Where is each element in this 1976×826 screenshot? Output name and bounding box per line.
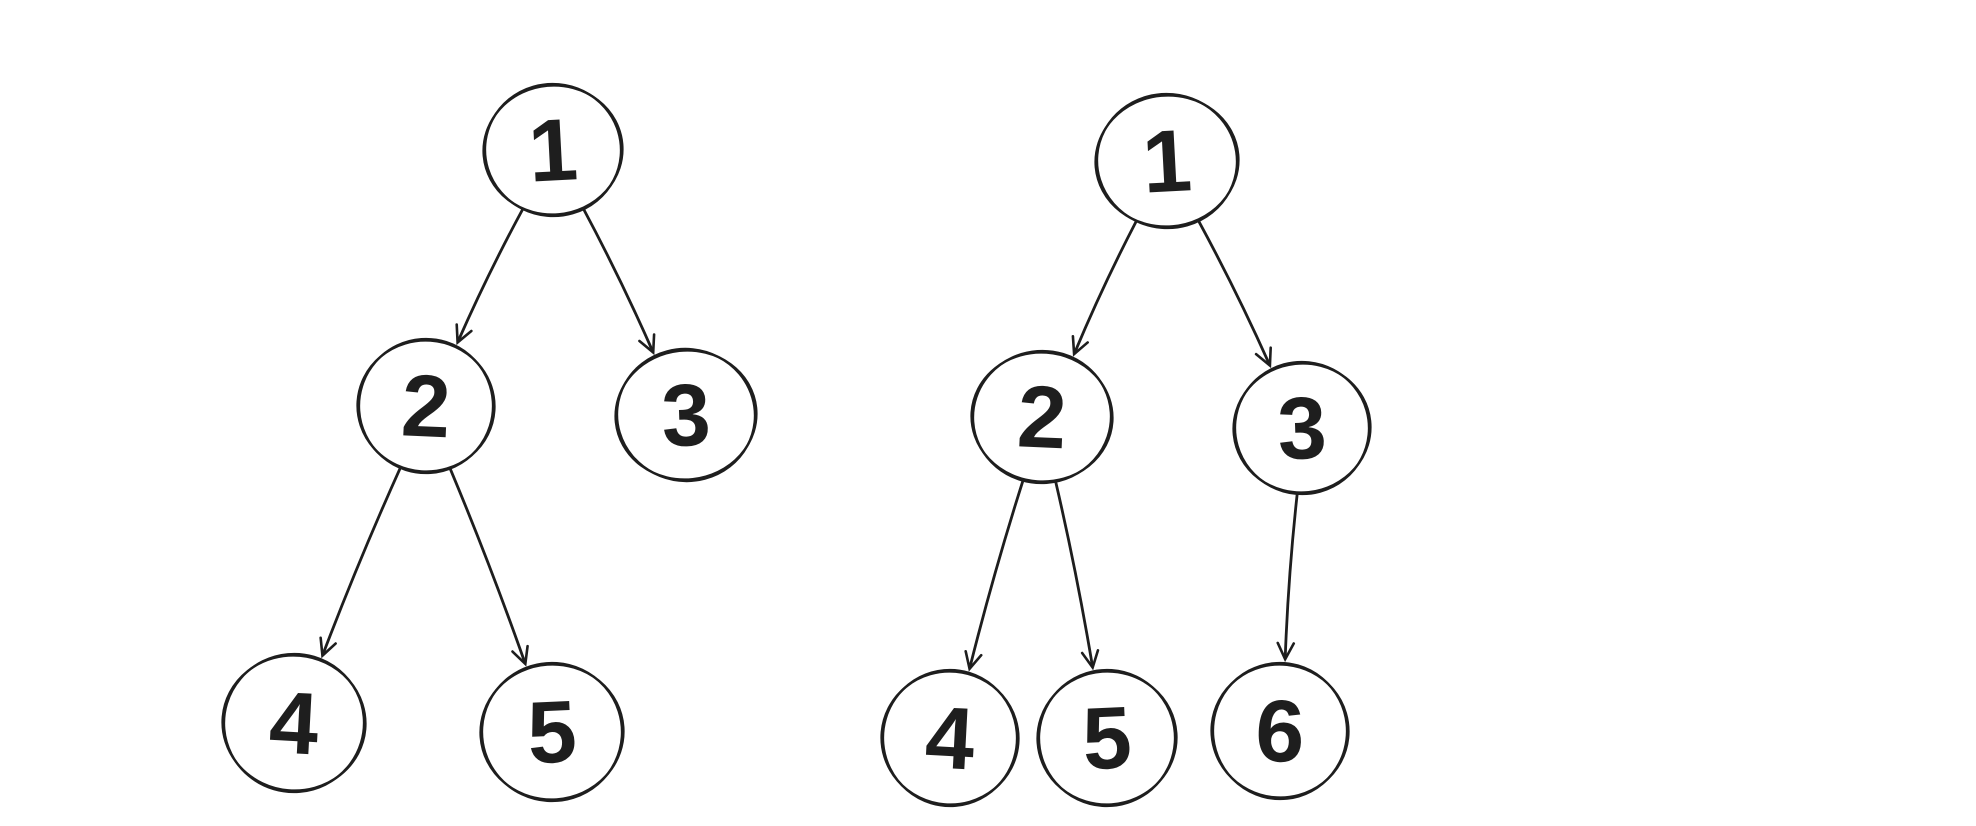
node-circle [1211, 661, 1349, 801]
tree-node-3: 3 [614, 347, 758, 483]
node-circle-overstroke [880, 670, 1020, 806]
node-label: 5 [1080, 687, 1133, 788]
edge-arrow-n2-n4 [964, 480, 1025, 672]
binary-tree-right: 1 2 3 4 5 6 [880, 92, 1372, 808]
node-label: 6 [1254, 681, 1306, 782]
edge-arrow-n2-n5 [449, 468, 529, 667]
node-circle-overstroke [479, 663, 625, 801]
tree-node-2: 2 [356, 337, 496, 475]
node-circle [222, 652, 366, 794]
edge-arrow-n2-n5 [1054, 481, 1100, 671]
node-circle [1233, 360, 1371, 496]
tree-node-5: 5 [1036, 668, 1178, 808]
node-circle [480, 661, 624, 803]
node-circle [971, 349, 1113, 485]
node-circle-overstroke [221, 654, 367, 792]
node-circle-overstroke [1094, 94, 1240, 228]
edge-arrow-n1-n2 [455, 208, 524, 346]
node-circle [357, 337, 495, 475]
node-circle-overstroke [1232, 362, 1372, 494]
node-circle-overstroke [356, 339, 496, 473]
edge-arrow-n2-n4 [319, 467, 402, 659]
node-circle-overstroke [482, 84, 624, 216]
edge-arrow-n1-n3 [1197, 220, 1272, 369]
node-circle [881, 668, 1019, 808]
tree-node-2: 2 [970, 349, 1114, 485]
tree-node-5: 5 [479, 661, 625, 803]
edge-arrow-n3-n6 [1276, 493, 1299, 663]
node-label: 1 [1140, 110, 1194, 211]
trees-layer: 1 2 3 4 5 1 2 3 4 5 6 [221, 82, 1372, 808]
tree-node-3: 3 [1232, 360, 1372, 496]
node-circle-overstroke [614, 349, 758, 481]
edge-arrow-n1-n2 [1071, 220, 1138, 357]
node-label: 5 [525, 681, 578, 782]
edge-arrow-n1-n3 [582, 208, 656, 356]
tree-node-4: 4 [880, 668, 1020, 808]
node-circle [615, 347, 757, 483]
tree-node-1: 1 [1094, 92, 1240, 230]
node-circle [1037, 668, 1177, 808]
node-label: 3 [1276, 378, 1328, 479]
node-circle [483, 82, 623, 218]
tree-node-6: 6 [1210, 661, 1350, 801]
node-circle-overstroke [1210, 663, 1350, 799]
binary-tree-left: 1 2 3 4 5 [221, 82, 758, 803]
node-label: 4 [267, 672, 321, 773]
node-label: 1 [526, 99, 580, 200]
node-label: 2 [399, 355, 452, 456]
tree-node-4: 4 [221, 652, 367, 794]
tree-node-1: 1 [482, 82, 624, 218]
node-label: 4 [923, 687, 977, 788]
node-circle-overstroke [1036, 670, 1178, 806]
node-label: 2 [1015, 366, 1068, 467]
node-label: 3 [660, 365, 712, 466]
node-circle-overstroke [970, 351, 1114, 483]
node-circle [1095, 92, 1239, 230]
